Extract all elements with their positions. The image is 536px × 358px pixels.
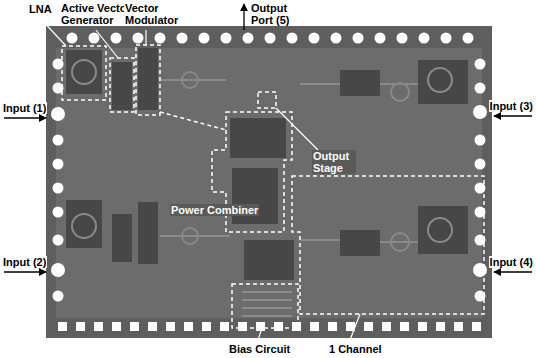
- callout-label: Vector Modulator: [124, 2, 184, 26]
- callout-label: 1 Channel: [328, 343, 383, 355]
- callout-label: Output Port (5): [250, 2, 302, 26]
- callout-label: Bias Circuit: [228, 343, 291, 355]
- callout-label: Input (4): [489, 256, 534, 268]
- callout-label: Output Stage: [312, 150, 356, 174]
- callout-label: Power Combiner: [170, 204, 259, 216]
- callout-label: Input (1): [2, 102, 47, 114]
- callout-label: LNA: [28, 3, 53, 15]
- callout-label: Input (3): [489, 100, 534, 112]
- callout-label: Input (2): [2, 256, 47, 268]
